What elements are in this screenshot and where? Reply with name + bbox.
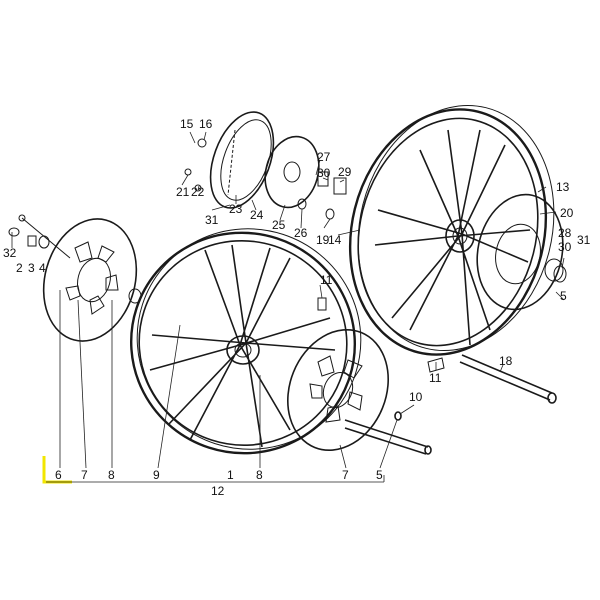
callout-2: 2 — [16, 261, 23, 275]
callout-32: 32 — [3, 246, 17, 260]
sprocket-assembly — [184, 111, 347, 220]
callout-25: 25 — [272, 218, 286, 232]
callout-9: 9 — [153, 468, 160, 482]
callout-30-top: 30 — [317, 166, 331, 180]
callout-11-center: 11 — [320, 273, 333, 287]
callout-24: 24 — [250, 208, 264, 222]
callout-1: 1 — [227, 468, 234, 482]
callout-3: 3 — [28, 261, 35, 275]
callout-7-left: 7 — [81, 468, 88, 482]
callout-20: 20 — [560, 206, 574, 220]
front-wheel — [129, 228, 362, 455]
rear-wheel — [348, 104, 555, 356]
callout-4: 4 — [39, 261, 46, 275]
callout-12: 12 — [211, 484, 225, 498]
callout-13: 13 — [556, 180, 570, 194]
callout-16: 16 — [199, 117, 213, 131]
front-disc-left — [42, 218, 138, 342]
callout-8-center: 8 — [256, 468, 263, 482]
callout-29: 29 — [338, 165, 352, 179]
callout-28: 28 — [558, 226, 572, 240]
rear-axle — [459, 354, 557, 404]
callout-30-right: 30 — [558, 240, 572, 254]
callout-14: 14 — [328, 233, 342, 247]
spacers — [317, 297, 445, 373]
callout-labels: 15 16 21 22 23 24 25 26 27 30 29 19 14 3… — [3, 117, 591, 498]
callout-6: 6 — [55, 468, 62, 482]
callout-23: 23 — [229, 202, 243, 216]
callout-27: 27 — [317, 150, 331, 164]
callout-26: 26 — [294, 226, 308, 240]
callout-31-top: 31 — [205, 213, 219, 227]
callout-8-left: 8 — [108, 468, 115, 482]
callout-5-right: 5 — [560, 289, 567, 303]
left-axle-parts — [8, 214, 142, 304]
rear-disc — [476, 193, 567, 311]
callout-11-bottom: 11 — [429, 371, 442, 385]
callout-19: 19 — [316, 233, 330, 247]
callout-31-right: 31 — [577, 233, 591, 247]
callout-21: 21 — [176, 185, 190, 199]
callout-5-bottom: 5 — [376, 468, 383, 482]
leader-lines — [11, 131, 565, 483]
callout-15: 15 — [180, 117, 194, 131]
callout-22: 22 — [191, 185, 205, 199]
callout-10: 10 — [409, 390, 423, 404]
callout-7-right: 7 — [342, 468, 349, 482]
front-disc-right — [286, 328, 390, 452]
front-axle — [344, 411, 432, 455]
callout-18: 18 — [499, 354, 513, 368]
